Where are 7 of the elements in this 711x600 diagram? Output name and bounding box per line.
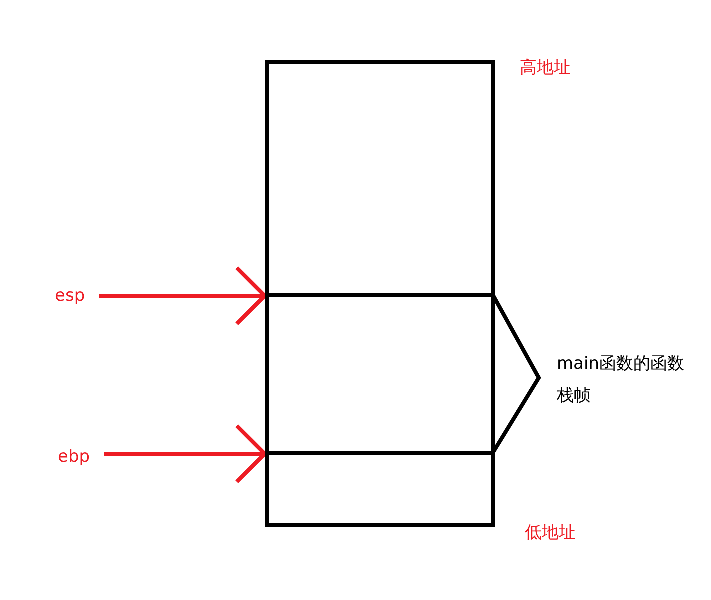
register-label: esp (55, 286, 86, 306)
address-label: 高地址 (520, 58, 571, 78)
address-label: 低地址 (525, 523, 576, 543)
arrow (99, 266, 267, 326)
arrow (104, 424, 267, 484)
register-label: ebp (58, 447, 90, 467)
frame-caption: main函数的函数栈帧 (557, 353, 686, 408)
